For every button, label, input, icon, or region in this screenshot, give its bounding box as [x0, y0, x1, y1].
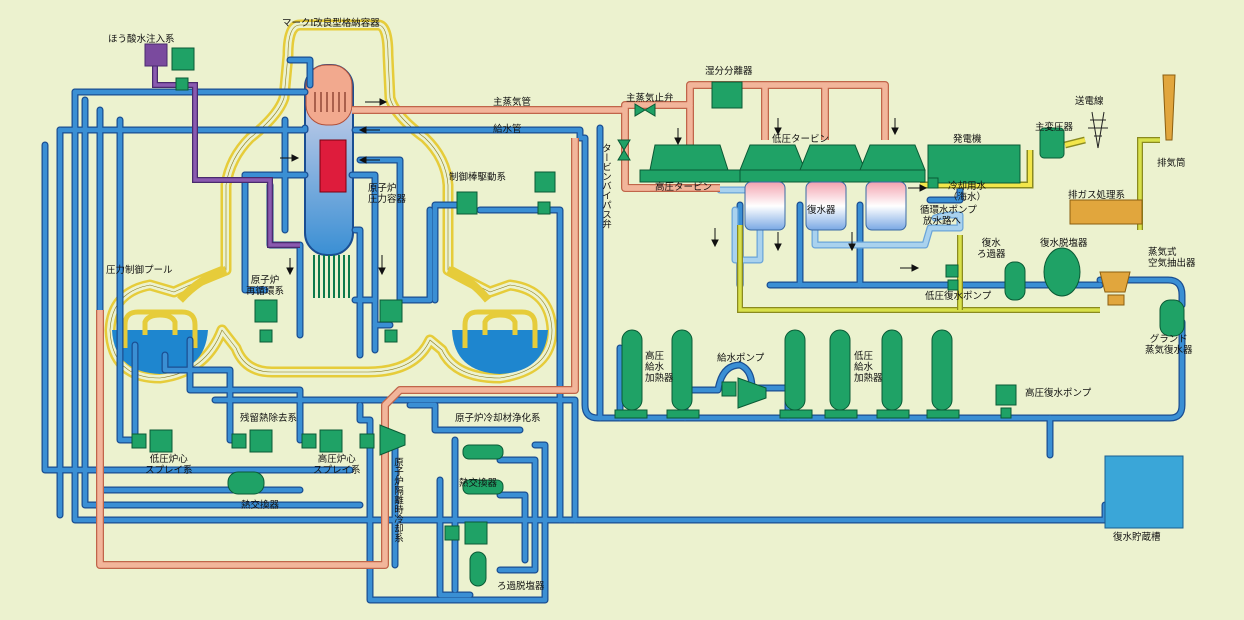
label-recirc: 原子炉 再循環系	[246, 275, 285, 297]
label-cooling-water: 冷却用水 （海水）	[948, 181, 987, 203]
label-cond-tank: 復水貯蔵槽	[1113, 532, 1161, 543]
label-gland-condenser: グランド 蒸気復水器	[1145, 334, 1193, 356]
label-circ-pump: 循環水ポンプ	[920, 205, 977, 216]
label-lp-heater: 低圧 給水 加熱器	[854, 351, 883, 384]
suppression-pools	[112, 309, 548, 374]
transmission-tower	[1088, 111, 1108, 149]
label-containment: マークⅠ改良型格納容器	[282, 18, 380, 29]
label-lp-cond-pump: 低圧復水ポンプ	[925, 291, 992, 302]
label-main-stop-valve: 主蒸気止弁	[626, 93, 674, 104]
turbines	[639, 144, 1021, 184]
label-crd: 制御棒駆動系	[449, 172, 507, 183]
label-condenser: 復水器	[807, 205, 836, 216]
label-hx2: 熱交換器	[459, 478, 498, 489]
steam-piping	[96, 81, 889, 569]
reactor-pressure-vessel	[304, 64, 354, 298]
label-boric-acid: ほう酸水注入系	[108, 34, 175, 45]
label-feedwater-pipe: 給水管	[493, 124, 522, 135]
label-suppression-pool: 圧力制御プール	[106, 265, 173, 276]
label-fw-pump: 給水ポンプ	[717, 353, 765, 364]
label-cond-filter: 復水 ろ過器	[977, 238, 1006, 260]
label-turbine-bypass: タービンバイパス弁	[600, 143, 611, 229]
label-main-transformer: 主変圧器	[1035, 122, 1074, 133]
label-main-steam-pipe: 主蒸気管	[493, 97, 532, 108]
label-generator: 発電機	[953, 134, 982, 145]
label-hpcs: 高圧炉心 スプレイ系	[313, 454, 361, 476]
boron-injection-line	[152, 65, 300, 248]
label-rhr: 残留熱除去系	[240, 413, 298, 424]
containment-vessel	[104, 19, 558, 384]
label-moisture-separator: 湿分分離器	[705, 66, 753, 77]
label-hp-cond-pump: 高圧復水ポンプ	[1025, 388, 1092, 399]
label-stack: 排気筒	[1157, 158, 1186, 169]
label-lpcs: 低圧炉心 スプレイ系	[145, 454, 193, 476]
feedwater-piping	[41, 56, 1186, 604]
valves	[617, 103, 656, 161]
label-transmission-line: 送電線	[1075, 96, 1104, 107]
label-rpv: 原子炉 圧力容器	[368, 183, 407, 205]
label-cuw: 原子炉冷却材浄化系	[455, 413, 541, 424]
label-ejector: 蒸気式 空気抽出器	[1148, 247, 1196, 269]
label-rcic: 原子炉隔離時冷却系	[392, 457, 403, 543]
label-to-discharge: 放水路へ	[923, 216, 962, 227]
flow-arrows	[280, 98, 928, 276]
label-hp-turbine: 高圧タービン	[655, 182, 713, 193]
label-hp-heater: 高圧 給水 加熱器	[645, 351, 674, 384]
condensers	[744, 181, 907, 231]
label-demineralizer: 復水脱塩器	[1040, 238, 1088, 249]
label-lp-turbine: 低圧タービン	[772, 134, 830, 145]
label-hx1: 熱交換器	[241, 500, 280, 511]
label-offgas: 排ガス処理系	[1068, 190, 1126, 201]
label-filter-demin: ろ過脱塩器	[497, 581, 545, 592]
equipment	[131, 43, 1185, 587]
